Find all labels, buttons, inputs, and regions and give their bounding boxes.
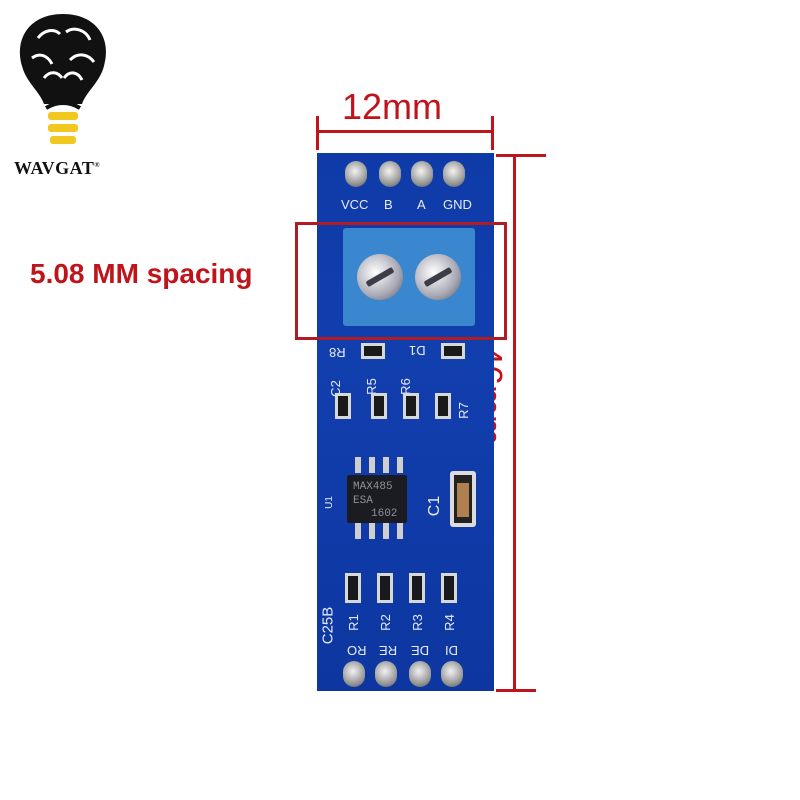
- width-tick-right: [491, 116, 494, 150]
- resistor-r3: [409, 573, 425, 603]
- resistor-r2: [377, 573, 393, 603]
- resistor-r1: [345, 573, 361, 603]
- silk-d1: D1: [409, 343, 426, 358]
- height-dimension-line: [513, 155, 516, 690]
- screw-terminal-block: [343, 228, 475, 326]
- brand-name: WAVGAT®: [14, 158, 101, 178]
- spacing-annotation: 5.08 MM spacing: [30, 258, 253, 289]
- ic-pin: [397, 457, 403, 473]
- silk-r7: R7: [455, 402, 471, 419]
- silk-r4: R4: [441, 614, 457, 631]
- chip-text-line-3: 1602: [371, 508, 398, 520]
- silk-de: DE: [411, 643, 430, 658]
- resistor-r5: [371, 393, 387, 419]
- silk-r1: R1: [345, 614, 361, 631]
- ic-pin: [355, 523, 361, 539]
- silk-vcc: VCC: [341, 197, 369, 212]
- ic-pin: [369, 523, 375, 539]
- silk-c1: C1: [426, 495, 444, 517]
- width-tick-left: [316, 116, 319, 150]
- header-pin-di: [441, 661, 463, 687]
- spacing-highlight-box: [295, 222, 507, 340]
- header-pin-vcc: [345, 161, 367, 187]
- chip-text-line-2: ESA: [353, 495, 373, 507]
- ic-pin: [397, 523, 403, 539]
- silk-di: DI: [445, 643, 458, 658]
- cap-c2: [335, 393, 351, 419]
- ic-pin: [383, 457, 389, 473]
- silk-a: A: [417, 197, 426, 212]
- rs485-module-board: VCC B A GND R8 D1 C2 R5 R6 R7 MAX485 ESA…: [317, 153, 494, 691]
- resistor-r6: [403, 393, 419, 419]
- resistor-r7: [435, 393, 451, 419]
- resistor-r4: [441, 573, 457, 603]
- header-pin-ro: [343, 661, 365, 687]
- header-pin-b: [379, 161, 401, 187]
- capacitor-c1: [450, 471, 476, 527]
- silk-model: C25B: [319, 606, 337, 645]
- ic-pin: [355, 457, 361, 473]
- silk-ro: RO: [347, 643, 367, 658]
- led-d1: [441, 343, 465, 359]
- chip-text-line-1: MAX485: [353, 481, 393, 493]
- header-pin-de: [409, 661, 431, 687]
- screw-icon: [357, 254, 403, 300]
- led-r8: [361, 343, 385, 359]
- height-tick-top: [496, 154, 546, 157]
- silk-gnd: GND: [443, 197, 472, 212]
- header-pin-a: [411, 161, 433, 187]
- ic-pin: [383, 523, 389, 539]
- ic-pin: [369, 457, 375, 473]
- max485-chip: MAX485 ESA 1602: [347, 475, 407, 523]
- silk-re: RE: [379, 643, 398, 658]
- screw-icon: [415, 254, 461, 300]
- silk-b: B: [384, 197, 393, 212]
- silk-u1: U1: [323, 496, 335, 509]
- width-dimension-label: 12mm: [342, 86, 443, 127]
- header-pin-gnd: [443, 161, 465, 187]
- height-tick-bottom: [496, 689, 536, 692]
- silk-r3: R3: [409, 614, 425, 631]
- brain-bulb-logo-icon: [19, 14, 107, 144]
- width-dimension-line: [318, 130, 493, 133]
- silk-r8: R8: [329, 345, 346, 360]
- header-pin-re: [375, 661, 397, 687]
- silk-r2: R2: [377, 614, 393, 631]
